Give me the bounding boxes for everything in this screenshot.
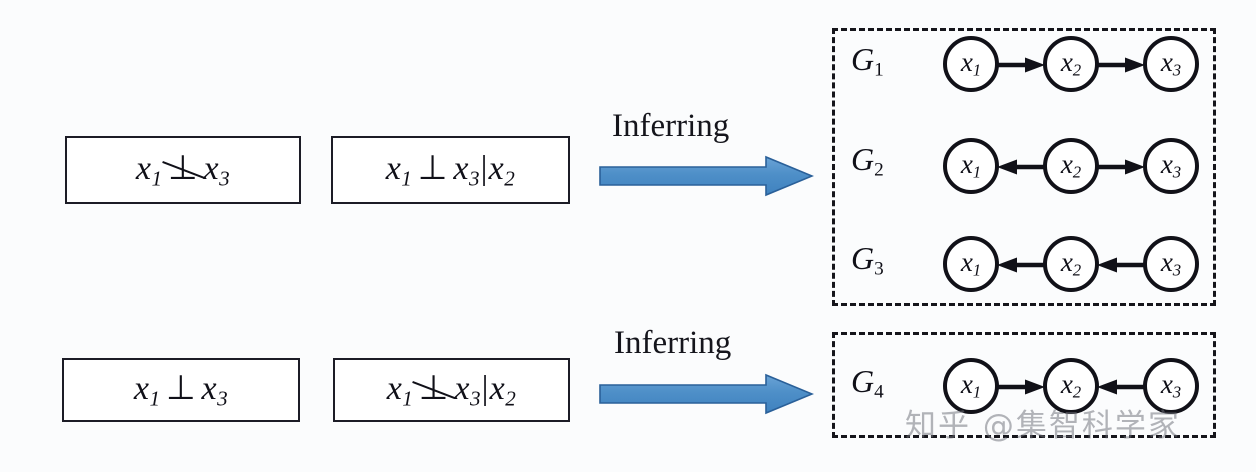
inferring-label-2: Inferring (614, 325, 732, 361)
premise-3-rhs-sub: 3 (217, 386, 229, 411)
g3-sub: 3 (874, 258, 884, 280)
premise-3-lhs-sub: 1 (149, 386, 161, 411)
inferring-arrow-1 (599, 155, 814, 197)
graph-label-g2: G2 (851, 141, 884, 181)
inferring-arrow-2 (599, 373, 814, 415)
node-x3: x3 (1143, 236, 1199, 292)
graph-g2: x1 x2 x3 (943, 138, 1199, 194)
graph-label-g3: G3 (851, 240, 884, 280)
node-x2: x2 (1043, 358, 1099, 414)
g1-sub: 1 (874, 59, 884, 81)
premise-1-lhs-sub: 1 (151, 166, 163, 191)
edge-x3-to-x2-left (1097, 257, 1147, 273)
premise-box-2: x1⊥x3|x2 (331, 136, 570, 204)
g2-name: G (851, 141, 875, 177)
node-x1-label: x1 (960, 368, 982, 402)
premise-4-rhs-sub: 3 (469, 386, 481, 411)
node-x3-sub: 3 (1172, 60, 1182, 80)
node-x3-label: x3 (1160, 46, 1182, 80)
g2-sub: 2 (874, 159, 884, 181)
edge-x2-to-x3-right (1097, 159, 1145, 175)
premise-formula-3: x1⊥x3 (133, 370, 229, 411)
independent-symbol: ⊥ (165, 370, 197, 408)
premise-formula-4: x1⊥x3|x2 (386, 368, 517, 411)
node-x2-sub: 2 (1072, 162, 1082, 182)
node-x3-label: x3 (1160, 368, 1182, 402)
node-x2: x2 (1043, 236, 1099, 292)
edge-x3-to-x2-left (1097, 379, 1147, 395)
premise-box-3: x1⊥x3 (62, 358, 300, 422)
node-x2: x2 (1043, 138, 1099, 194)
conditional-bar: | (481, 370, 489, 408)
graph-label-g4: G4 (851, 363, 884, 403)
node-x1: x1 (943, 358, 999, 414)
node-x3-label: x3 (1160, 148, 1182, 182)
edge-x1-to-x2-right (997, 57, 1045, 73)
not-independent-symbol: ⊥ (163, 148, 204, 188)
premise-box-4: x1⊥x3|x2 (333, 358, 570, 422)
premise-4-cond-sub: 2 (505, 386, 517, 411)
node-x1-sub: 1 (972, 60, 982, 80)
premise-formula-1: x1⊥x3 (135, 148, 231, 191)
independent-symbol: ⊥ (417, 150, 448, 188)
premise-4-lhs-sub: 1 (402, 386, 414, 411)
node-x3: x3 (1143, 358, 1199, 414)
node-x2-label: x2 (1060, 246, 1082, 280)
g4-name: G (851, 363, 875, 399)
node-x2-sub: 2 (1072, 60, 1082, 80)
node-x2-label: x2 (1060, 46, 1082, 80)
node-x1-sub: 1 (972, 260, 982, 280)
inferring-label-1: Inferring (612, 108, 730, 144)
graph-g1: x1 x2 x3 (943, 36, 1199, 92)
premise-formula-2: x1⊥x3|x2 (385, 150, 516, 191)
node-x1-sub: 1 (972, 382, 982, 402)
premise-2-rhs-sub: 3 (468, 166, 480, 191)
node-x2-sub: 2 (1072, 382, 1082, 402)
node-x3-sub: 3 (1172, 382, 1182, 402)
node-x2-label: x2 (1060, 148, 1082, 182)
edge-x2-to-x3-right (1097, 57, 1145, 73)
graph-label-g1: G1 (851, 41, 884, 81)
node-x1-label: x1 (960, 46, 982, 80)
node-x1: x1 (943, 138, 999, 194)
node-x1: x1 (943, 236, 999, 292)
node-x2-label: x2 (1060, 368, 1082, 402)
premise-2-cond-sub: 2 (504, 166, 516, 191)
node-x1-label: x1 (960, 148, 982, 182)
premise-2-lhs-sub: 1 (401, 166, 413, 191)
g3-name: G (851, 240, 875, 276)
graph-group-box-1 (832, 28, 1216, 306)
graph-g3: x1 x2 x3 (943, 236, 1199, 292)
conditional-bar: | (480, 150, 488, 188)
node-x3: x3 (1143, 36, 1199, 92)
edge-x2-to-x1-left (997, 159, 1047, 175)
node-x3: x3 (1143, 138, 1199, 194)
graph-group-box-2 (832, 332, 1216, 438)
node-x1-label: x1 (960, 246, 982, 280)
edge-x1-to-x2-right (997, 379, 1045, 395)
node-x1: x1 (943, 36, 999, 92)
premise-box-1: x1⊥x3 (65, 136, 301, 204)
not-independent-symbol: ⊥ (413, 368, 454, 408)
g1-name: G (851, 41, 875, 77)
premise-1-rhs-sub: 3 (219, 166, 231, 191)
node-x1-sub: 1 (972, 162, 982, 182)
node-x3-label: x3 (1160, 246, 1182, 280)
graph-g4: x1 x2 x3 (943, 358, 1199, 414)
node-x3-sub: 3 (1172, 260, 1182, 280)
node-x3-sub: 3 (1172, 162, 1182, 182)
g4-sub: 4 (874, 381, 884, 403)
node-x2: x2 (1043, 36, 1099, 92)
edge-x2-to-x1-left (997, 257, 1047, 273)
node-x2-sub: 2 (1072, 260, 1082, 280)
